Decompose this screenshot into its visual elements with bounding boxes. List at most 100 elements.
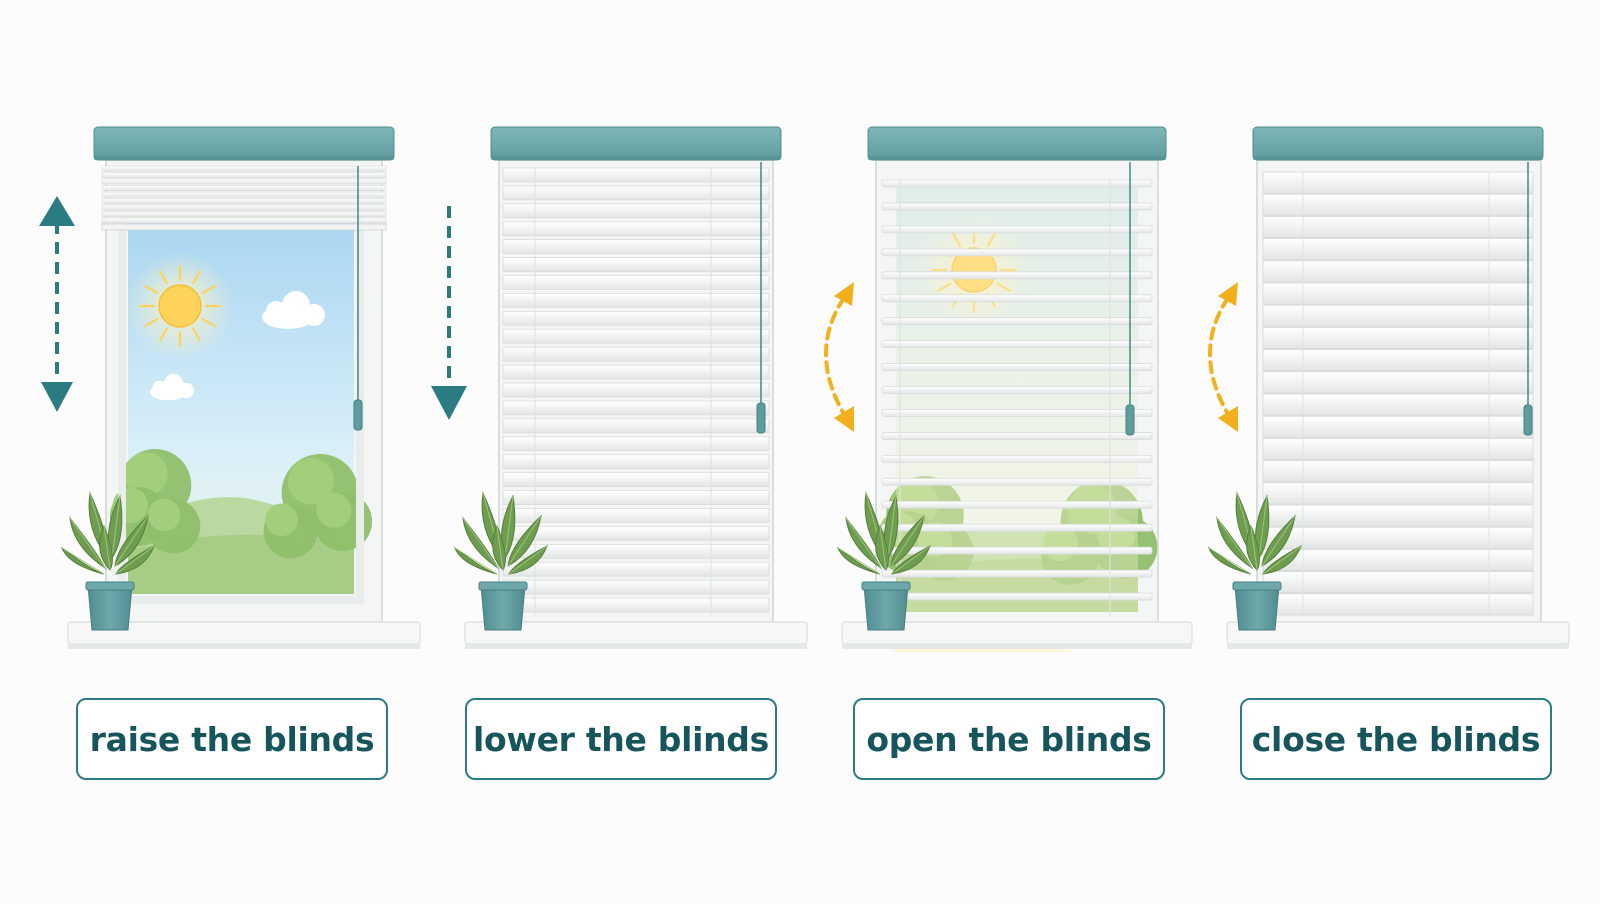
slat (1262, 393, 1534, 416)
sill-shadow (1227, 644, 1569, 649)
sun-ray (144, 318, 159, 328)
slat (101, 198, 387, 204)
slat (502, 203, 770, 219)
slat (881, 271, 1153, 280)
leaf-vein (1258, 495, 1268, 559)
plant-icon (836, 491, 931, 631)
sill-shadow (842, 644, 1192, 649)
sun-ray (201, 318, 216, 328)
slat (101, 165, 387, 172)
slat (502, 526, 770, 541)
arrow-head-up (39, 196, 75, 226)
slat (881, 317, 1153, 326)
label-text: lower the blinds (473, 719, 769, 759)
slat (502, 167, 770, 183)
wand-handle (1523, 404, 1533, 436)
slat (502, 579, 770, 595)
slat (101, 191, 387, 198)
pot (1234, 585, 1280, 631)
slat (1262, 349, 1534, 372)
slat (1262, 326, 1534, 349)
valance-edge (868, 156, 1166, 160)
slat (881, 202, 1153, 211)
panel-lower (453, 126, 808, 649)
slat (1262, 215, 1534, 238)
slat (1262, 238, 1534, 261)
sun-ray (144, 284, 159, 294)
label-text: raise the blinds (89, 719, 375, 759)
scenery (109, 251, 373, 594)
arrow-head-up (1218, 282, 1238, 306)
plant-icon (453, 491, 548, 631)
sun-ray (192, 327, 202, 342)
arrow-head-down (431, 386, 467, 420)
label-lower-the-blinds: lower the blinds (465, 698, 777, 780)
leaf-vein (61, 547, 105, 575)
valance (93, 126, 395, 161)
slat (502, 257, 770, 272)
valance-edge (1253, 156, 1543, 160)
slat (502, 275, 770, 290)
slat (881, 248, 1153, 257)
leaf-vein (114, 515, 149, 567)
sun-ray (951, 232, 962, 248)
slat (1262, 371, 1534, 394)
slat (502, 310, 770, 326)
arrow-shaft (1208, 296, 1230, 416)
leaf-vein (508, 545, 548, 575)
slat (1262, 415, 1534, 438)
arrow-head-up (834, 282, 854, 306)
slat (1262, 304, 1534, 327)
curved-arrow-icon (824, 282, 854, 432)
leaf-vein (1250, 525, 1258, 571)
slat (502, 328, 770, 344)
leaf-vein (496, 525, 504, 571)
leaf-vein (891, 545, 931, 575)
pot-rim (478, 581, 528, 591)
tree-highlight (265, 503, 298, 537)
leaf-vein (1262, 545, 1302, 575)
cloud-icon (262, 291, 325, 329)
window-sill (1226, 621, 1570, 645)
slat (502, 454, 770, 470)
leaf-vein (887, 495, 897, 559)
leaf-vein (507, 515, 542, 567)
curved-arrow-icon (1208, 282, 1238, 432)
wand-handle (756, 402, 766, 434)
arrow-head-down (1218, 406, 1238, 432)
slat (1262, 437, 1534, 460)
slat (881, 432, 1153, 440)
panel-open (836, 126, 1193, 652)
label-open-the-blinds: open the blinds (853, 698, 1165, 780)
wand-handle (1125, 404, 1135, 436)
sun-ray (158, 327, 168, 342)
valance-edge (491, 156, 781, 160)
slat (101, 178, 387, 185)
leaf-vein (115, 545, 155, 575)
tree-highlight (124, 452, 168, 496)
slat (881, 294, 1153, 303)
pot-rim (85, 581, 135, 591)
valance (867, 126, 1167, 161)
leaf-vein (890, 515, 925, 567)
double-arrow-icon (39, 196, 75, 412)
slat (881, 179, 1153, 188)
leaf-vein (1261, 515, 1296, 567)
arrow-head-down (834, 406, 854, 432)
wand-handle (353, 399, 363, 431)
slat (502, 221, 770, 237)
label-text: close the blinds (1251, 719, 1541, 759)
slat (881, 340, 1153, 349)
slat (502, 472, 770, 487)
slat (881, 523, 1153, 532)
leaf-vein (845, 517, 882, 569)
slat (502, 418, 770, 434)
leaf-vein (1216, 517, 1253, 569)
plant-icon (60, 491, 155, 631)
slat (881, 409, 1153, 417)
plant-icon (1207, 491, 1302, 631)
tree-highlight (316, 492, 352, 528)
valance (1252, 126, 1544, 161)
bottom-rail (101, 223, 387, 231)
